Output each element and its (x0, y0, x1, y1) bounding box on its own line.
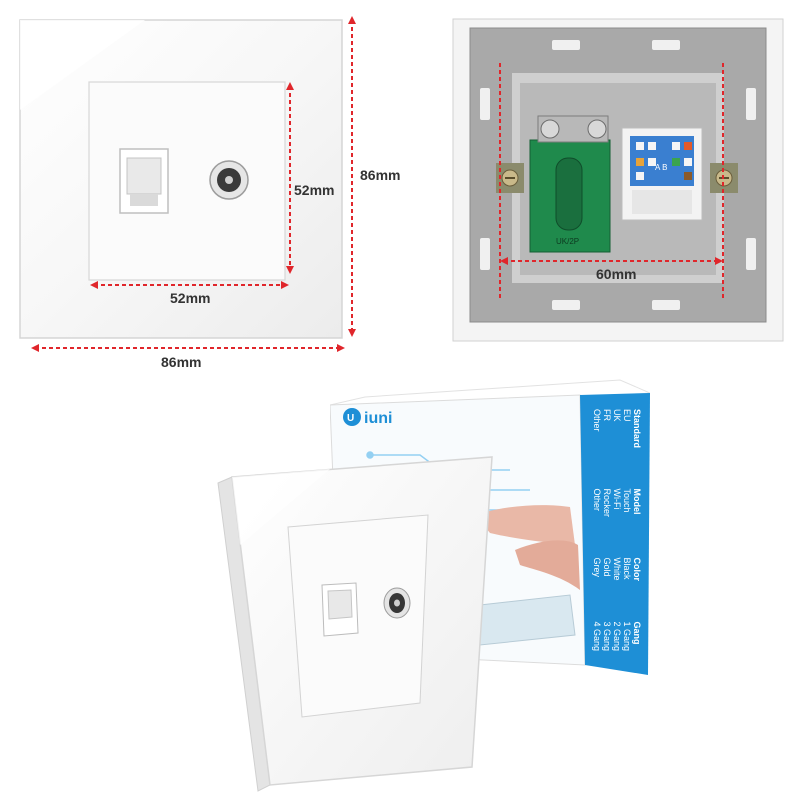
spec-color: Color Black White Gold Grey (592, 557, 642, 581)
inner-width-label: 52mm (170, 290, 211, 306)
angled-rj45-port-icon (321, 582, 359, 637)
brand-logo: U iuni (343, 408, 392, 427)
spec-model: Model Touch Wi-Fi Rocker Other (592, 488, 642, 517)
angled-coax-port-icon (383, 587, 411, 619)
rj45-port-icon (119, 148, 169, 214)
keystone-module: A B (621, 127, 703, 221)
coax-module: UK/2P (529, 115, 611, 253)
svg-text:U: U (347, 413, 354, 424)
back-view-panel: UK/2P A B (452, 18, 784, 343)
inner-plate (88, 81, 286, 281)
front-dimension-lines (35, 20, 353, 349)
front-view-drawing (19, 16, 356, 352)
angled-socket-panel (210, 455, 510, 795)
hand-image (475, 505, 580, 646)
box-side-face (580, 393, 650, 675)
front-view-panel: 52mm 52mm 86mm 86mm (0, 0, 420, 380)
outer-width-label: 86mm (161, 354, 202, 370)
angled-inner-plate (287, 514, 429, 718)
brand-name: iuni (364, 410, 392, 427)
module-marking: UK/2P (556, 237, 579, 246)
coax-port-icon (209, 160, 249, 200)
spec-gang: Gang 1 Gang 2 Gang 3 Gang 4 Gang (592, 621, 642, 651)
outer-height-label: 86mm (360, 167, 401, 183)
box-side-specs: Standard EU UK FR Other Model Touch Wi-F… (584, 405, 644, 655)
spacing-label: 60mm (596, 266, 637, 282)
inner-height-label: 52mm (294, 182, 335, 198)
angled-socket-drawing (217, 456, 493, 792)
back-view-drawing: UK/2P A B (452, 18, 784, 342)
spec-standard: Standard EU UK FR Other (592, 409, 642, 449)
keystone-marking: A B (655, 163, 667, 172)
